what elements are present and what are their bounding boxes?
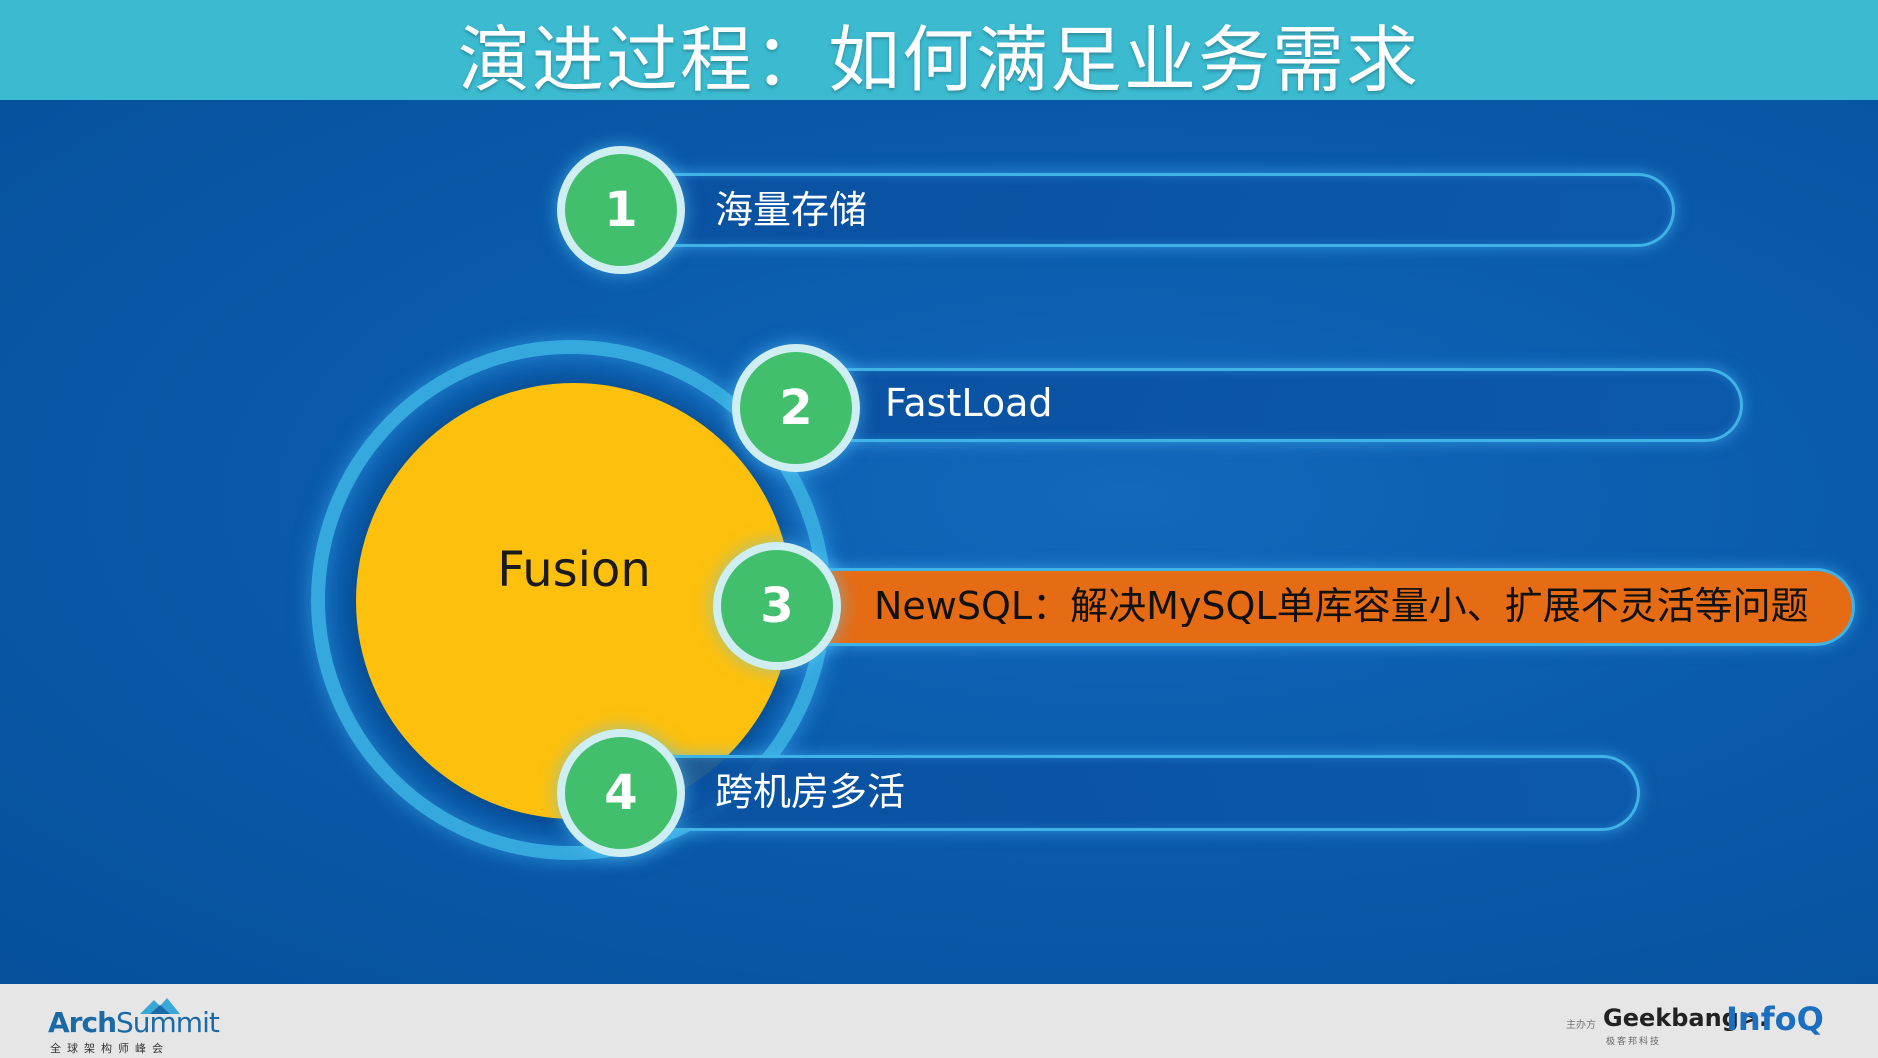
item-2-pill xyxy=(780,368,1743,442)
archsummit-logo: ArchSummit 全球架构师峰会 xyxy=(48,996,220,1055)
item-2-label: FastLoad xyxy=(885,381,1053,425)
archsummit-name: ArchSummit xyxy=(48,1006,220,1039)
diagram-stage: Fusion 海量存储 1 FastLoad 2 NewSQL：解决MySQL单… xyxy=(0,100,1878,984)
item-1-number-badge: 1 xyxy=(557,146,685,274)
item-4-label: 跨机房多活 xyxy=(715,770,906,814)
item-3-number-badge: 3 xyxy=(713,542,841,670)
item-1-pill xyxy=(620,173,1675,247)
mountain-icon xyxy=(140,998,180,1014)
infoq-logo: InfoQ xyxy=(1726,1000,1824,1038)
item-4-number-badge: 4 xyxy=(557,729,685,857)
core-label: Fusion xyxy=(497,542,651,598)
title-bar: 演进过程：如何满足业务需求 xyxy=(0,0,1878,102)
geekbang-logo: Geekbang>. xyxy=(1603,1004,1769,1032)
archsummit-subtitle: 全球架构师峰会 xyxy=(50,1042,169,1055)
slide-title: 演进过程：如何满足业务需求 xyxy=(457,18,1420,102)
host-label: 主办方 xyxy=(1566,1020,1596,1031)
item-1-label: 海量存储 xyxy=(715,188,868,232)
item-3-label: NewSQL：解决MySQL单库容量小、扩展不灵活等问题 xyxy=(874,584,1809,628)
item-2-number-badge: 2 xyxy=(732,344,860,472)
footer-bar: ArchSummit 全球架构师峰会 主办方 Geekbang>. 极客邦科技 … xyxy=(0,984,1878,1058)
item-3-pill-highlighted xyxy=(760,568,1855,646)
item-4-pill xyxy=(620,755,1640,831)
geekbang-subtitle: 极客邦科技 xyxy=(1606,1037,1662,1047)
